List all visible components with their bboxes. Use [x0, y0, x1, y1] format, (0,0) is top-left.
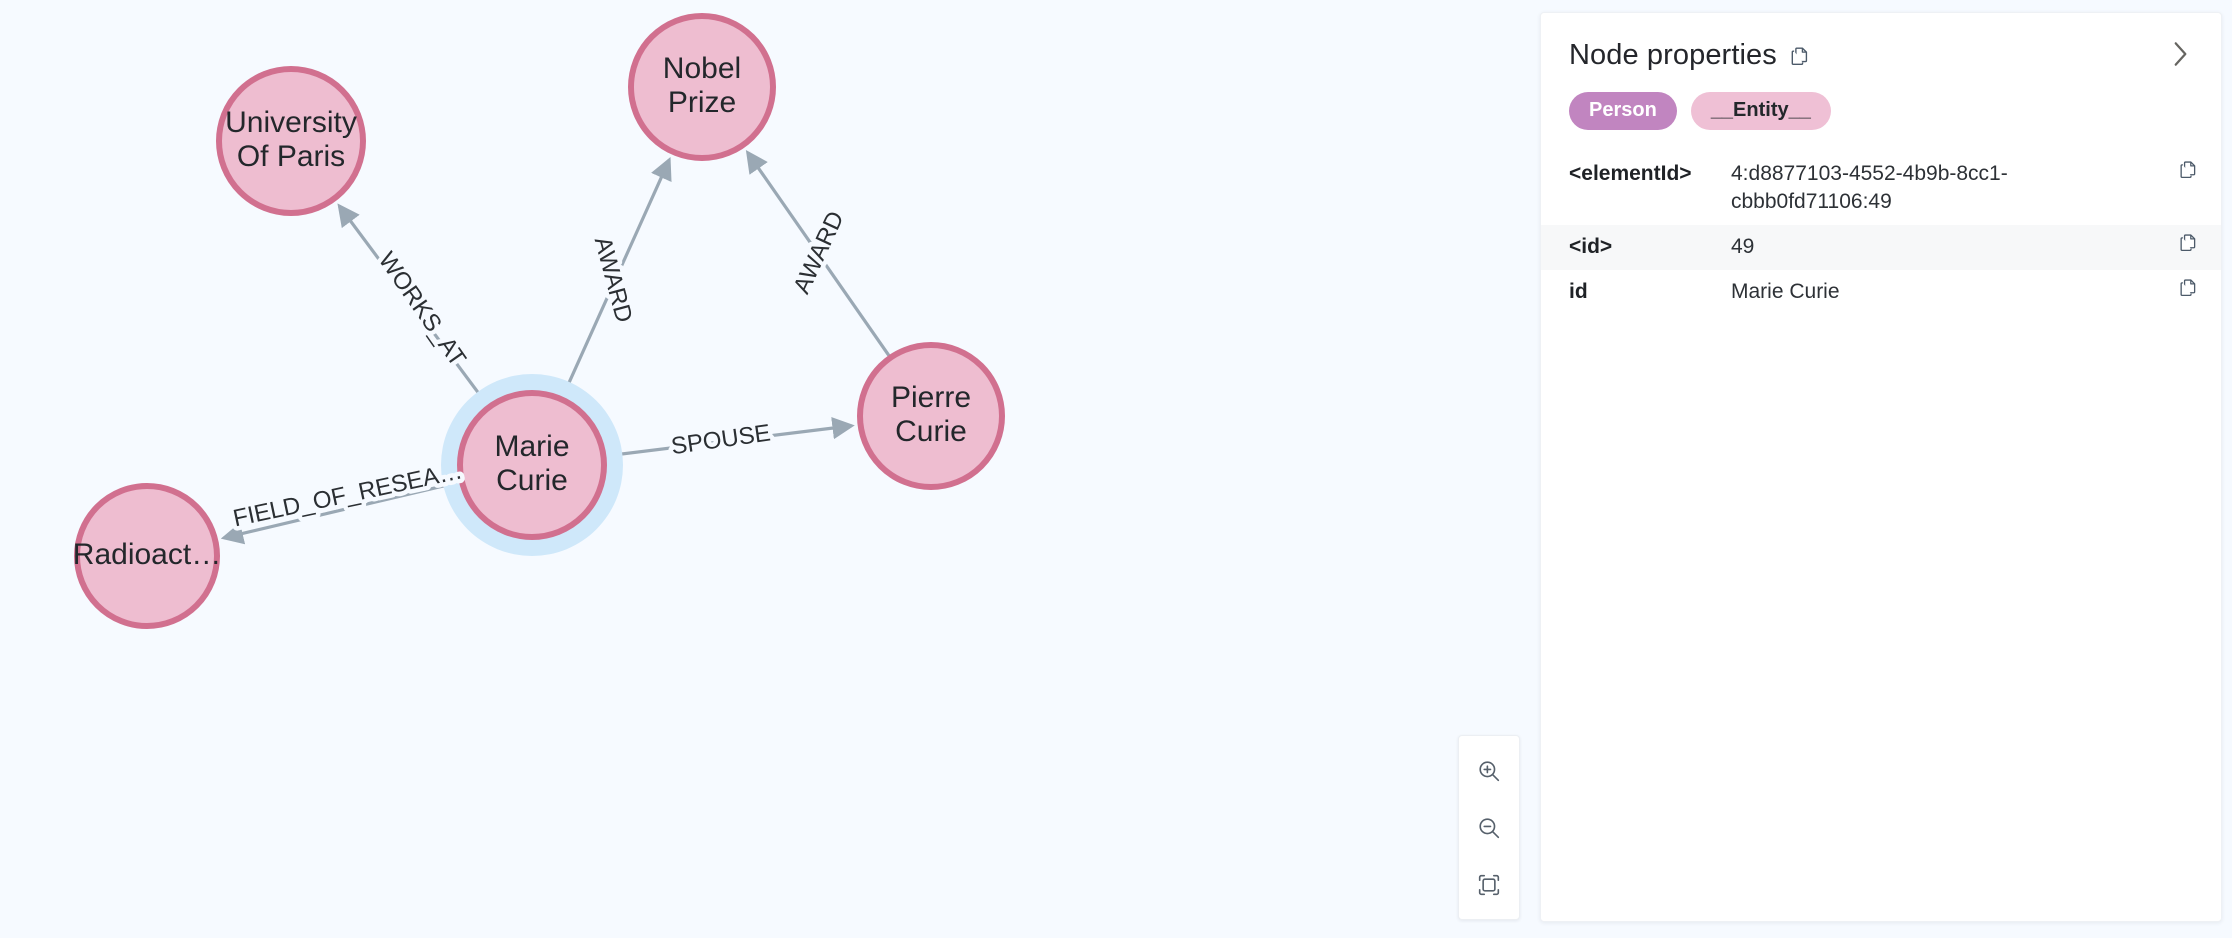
property-value: 4:d8877103-4552-4b9b-8cc1-cbbb0fd71106:4… — [1731, 162, 2008, 214]
zoom-in-button[interactable] — [1467, 749, 1511, 793]
chevron-right-icon — [2174, 42, 2187, 66]
copy-property-button[interactable] — [2178, 232, 2199, 253]
copy-property-button[interactable] — [2178, 159, 2199, 180]
relationship-label-halo: FIELD_OF_RESEA… — [231, 457, 465, 532]
property-row: <elementId> 4:d8877103-4552-4b9b-8cc1-cbb… — [1541, 152, 2221, 225]
property-row: id Marie Curie — [1541, 270, 2221, 315]
properties-table: <elementId> 4:d8877103-4552-4b9b-8cc1-cbb… — [1541, 152, 2221, 316]
relationship-label[interactable]: WORKS_AT — [373, 247, 472, 372]
zoom-out-icon — [1479, 817, 1500, 838]
node-circle[interactable] — [74, 483, 220, 629]
property-value: Marie Curie — [1731, 280, 1840, 304]
relationship-works_at[interactable] — [337, 203, 490, 408]
copy-icon-glyph — [2180, 279, 2196, 297]
relationship-label-halo: SPOUSE — [669, 420, 772, 461]
edges-layer — [220, 150, 892, 545]
node-circle[interactable] — [457, 390, 607, 540]
copy-icon[interactable] — [1789, 45, 1811, 67]
relationship-field_of_resea[interactable] — [220, 480, 462, 545]
zoom-in-icon — [1479, 760, 1500, 781]
copy-icon-glyph — [2180, 161, 2196, 179]
node-circle[interactable] — [857, 342, 1005, 490]
page-title: Node properties — [1569, 39, 1777, 71]
node-labels: Person __Entity__ — [1541, 72, 2221, 130]
relationship-spouse[interactable] — [604, 416, 855, 458]
property-key: <elementId> — [1569, 162, 1692, 185]
node-label-chip-1[interactable]: __Entity__ — [1690, 92, 1831, 130]
property-value: 49 — [1731, 235, 1755, 259]
panel-header: Node properties — [1541, 13, 2221, 72]
relationship-label[interactable]: SPOUSE — [669, 420, 772, 461]
graph-node-radioactivity[interactable]: Radioact… — [73, 483, 221, 629]
node-properties-panel: Node properties Person __Entity__ <elemen… — [1540, 12, 2222, 922]
collapse-panel-button[interactable] — [2157, 31, 2203, 77]
property-row: <id> 49 — [1541, 225, 2221, 271]
copy-icon-glyph — [1791, 47, 1807, 65]
copy-icon-glyph — [2180, 234, 2196, 252]
zoom-controls — [1458, 735, 1520, 920]
relationship-award[interactable] — [560, 157, 672, 400]
fit-to-screen-icon — [1478, 874, 1500, 895]
fit-to-screen-button[interactable] — [1467, 863, 1511, 907]
copy-property-button[interactable] — [2178, 277, 2199, 298]
node-circle[interactable] — [628, 13, 776, 161]
relationship-award[interactable] — [745, 150, 892, 358]
node-circle[interactable] — [216, 66, 366, 216]
node-label-chip-0[interactable]: Person — [1569, 92, 1677, 130]
property-key: id — [1569, 280, 1588, 304]
relationship-label-halo: WORKS_AT — [373, 247, 472, 372]
relationship-label[interactable]: FIELD_OF_RESEA… — [231, 457, 465, 532]
property-key: <id> — [1569, 235, 1613, 259]
zoom-out-button[interactable] — [1467, 806, 1511, 850]
